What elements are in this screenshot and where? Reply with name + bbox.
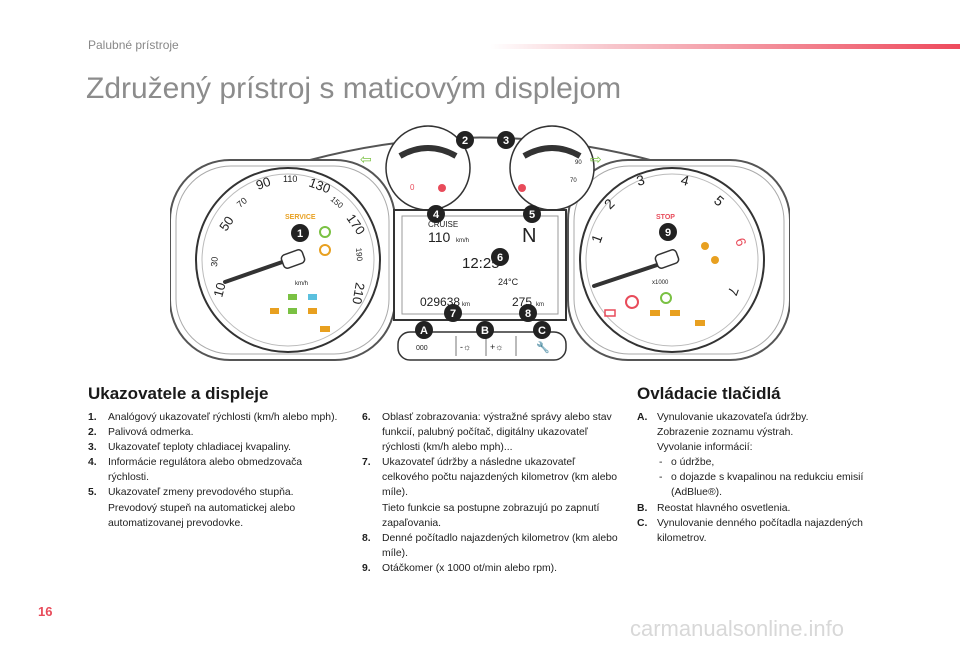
list-item: 9.Otáčkomer (x 1000 ot/min alebo rpm). (362, 562, 557, 574)
section-title: Palubné prístroje (88, 38, 179, 52)
speed-tick-50: 50 (216, 213, 237, 233)
speed-tick-190: 190 (354, 247, 364, 262)
speedometer-tick-labels: 10 30 50 70 90 110 130 150 170 190 210 (209, 174, 368, 306)
turn-left-icon: ⇦ (360, 151, 372, 167)
button-a-label: 000 (416, 345, 428, 352)
display-temp: 24°C (498, 277, 519, 287)
fuel-mark-empty: 0 (410, 183, 415, 192)
watermark: carmanualsonline.info (630, 616, 845, 641)
list-item: 7.Ukazovateľ údržby a následne ukazovate… (362, 457, 618, 529)
tachometer-warning-lamps (604, 242, 719, 326)
callout-3: 3 (503, 135, 509, 147)
list-item: A. Vynulovanie ukazovateľa údržby. Zobra… (637, 412, 864, 499)
temperature-gauge (509, 125, 595, 211)
controls-list: A. Vynulovanie ukazovateľa údržby. Zobra… (637, 410, 877, 546)
callout-c: C (538, 325, 546, 337)
callout-4: 4 (433, 209, 440, 221)
list-item: 1.Analógový ukazovateľ rýchlosti (km/h a… (88, 412, 338, 423)
matrix-display (393, 209, 567, 321)
list-item: 3.Ukazovateľ teploty chladiacej kvapalin… (88, 442, 292, 454)
callout-a: A (420, 325, 428, 337)
speedometer-needle (223, 258, 290, 284)
display-speed: 110 (428, 229, 451, 245)
speed-tick-70: 70 (235, 195, 249, 209)
callout-1: 1 (297, 228, 303, 240)
list-item: B.Reostat hlavného osvetlenia. (637, 502, 791, 514)
display-cruise-label: CRUISE (428, 220, 458, 229)
display-speed-unit: km/h (456, 238, 469, 244)
display-service-unit: km (536, 302, 544, 308)
callout-5: 5 (529, 209, 535, 221)
list-item: 2.Palivová odmerka. (88, 427, 194, 439)
list-item: 5.Ukazovateľ zmeny prevodového stupňa.Pr… (88, 487, 296, 529)
speedometer-warning-lamps (270, 226, 331, 332)
button-b-plus-label: +☼ (490, 342, 504, 352)
page-title: Združený prístroj s maticovým displejom (86, 72, 622, 105)
speed-tick-30: 30 (209, 256, 220, 267)
gauges-heading: Ukazovatele a displeje (88, 384, 269, 403)
page-number: 16 (38, 604, 53, 619)
speed-tick-130: 130 (307, 175, 333, 197)
list-item: C.Vynulovanie denného počítadla najazden… (637, 517, 863, 544)
display-time: 12:25 (462, 255, 500, 272)
display-areas-list: 6.Oblasť zobrazovania: výstražné správy … (362, 410, 622, 576)
list-item: 4.Informácie regulátora alebo obmedzovač… (88, 457, 303, 484)
callout-7: 7 (450, 308, 456, 320)
instrument-cluster-illustration: 10 30 50 70 90 110 130 150 170 190 210 k… (170, 125, 790, 361)
rpm-tick-3: 3 (635, 171, 647, 189)
callout-b: B (481, 325, 489, 337)
speed-tick-90: 90 (254, 174, 273, 193)
temp-mark-90: 90 (575, 160, 582, 166)
turn-right-icon: ⇨ (590, 151, 602, 167)
callout-6: 6 (497, 252, 503, 264)
list-item: 6.Oblasť zobrazovania: výstražné správy … (362, 412, 612, 454)
list-item: 8.Denné počítadlo najazdených kilometrov… (362, 532, 618, 559)
stop-label: STOP (656, 214, 675, 221)
button-b-minus-label: -☼ (460, 342, 471, 352)
gauges-list: 1.Analógový ukazovateľ rýchlosti (km/h a… (88, 410, 343, 531)
display-odometer-unit: km (462, 302, 470, 308)
temp-mark-70: 70 (570, 178, 577, 184)
rpm-tick-4: 4 (679, 171, 691, 189)
display-gear: N (522, 225, 536, 247)
speed-unit: km/h (295, 281, 308, 287)
rpm-unit: x1000 (652, 280, 669, 286)
speed-tick-210: 210 (349, 281, 368, 305)
header-accent-bar (490, 44, 960, 49)
callout-8: 8 (525, 308, 531, 320)
controls-heading: Ovládacie tlačidlá (637, 384, 781, 403)
wrench-icon: 🔧 (536, 340, 550, 354)
service-label: SERVICE (285, 214, 316, 221)
speed-tick-10: 10 (210, 281, 228, 299)
callout-2: 2 (462, 135, 468, 147)
callout-markers: 1 2 3 4 5 6 7 8 9 A B C (291, 131, 677, 339)
callout-9: 9 (665, 227, 671, 239)
speed-tick-110: 110 (283, 174, 297, 184)
